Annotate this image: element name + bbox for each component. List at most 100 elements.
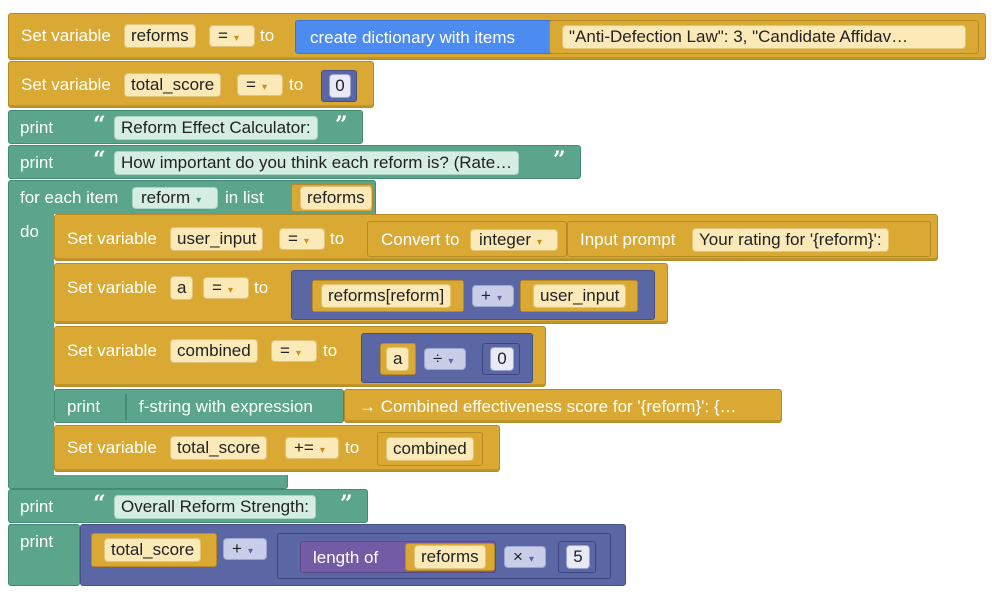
loop-list-field[interactable]: reforms [300,186,372,210]
left-operand-field[interactable]: reforms[reform] [321,284,452,308]
to-label: to [289,75,304,94]
variable-name-field[interactable]: combined [170,339,258,363]
set-combined-block[interactable]: Set variable combined =▾ to a ÷▾ 0 [54,326,546,387]
chevron-down-icon: ▾ [227,285,233,296]
fstring-separator [125,394,127,420]
value-block[interactable]: combined [377,432,483,466]
print-label: print [20,153,54,172]
length-of-block[interactable]: length of reforms [300,541,496,573]
variable-name-field[interactable]: total_score [124,73,222,97]
chevron-down-icon: ▾ [233,33,239,44]
to-label: to [260,26,275,45]
set-variable-label: Set variable [67,438,157,457]
set-reforms-block[interactable]: Set variable reforms =▾ to create dictio… [8,13,986,60]
create-dictionary-block[interactable]: create dictionary with items [295,20,560,54]
print-label: print [20,497,54,516]
set-a-block[interactable]: Set variable a =▾ to reforms[reform] +▾ … [54,263,668,324]
variable-name-field[interactable]: user_input [170,227,264,251]
multiply-operator-dropdown[interactable]: ×▾ [504,546,546,568]
operator-text: × [513,547,523,566]
right-operand-number[interactable]: 0 [490,347,514,371]
assign-operator-dropdown[interactable]: =▾ [271,340,317,362]
final-addition-block[interactable]: total_score +▾ length of reforms ×▾ 5 [80,524,626,586]
chevron-down-icon: ▾ [319,445,325,456]
total-score-field[interactable]: total_score [104,538,202,562]
operator-text: ÷ [433,349,443,368]
loop-list-block[interactable]: reforms [291,184,373,212]
dictionary-items-block[interactable]: "Anti-Defection Law": 3, "Candidate Affi… [549,20,979,54]
assign-operator-dropdown[interactable]: =▾ [279,228,325,250]
assign-operator-dropdown[interactable]: +=▾ [285,437,339,459]
dictionary-items-field[interactable]: "Anti-Defection Law": 3, "Candidate Affi… [562,25,966,49]
division-block[interactable]: a ÷▾ 0 [361,333,533,383]
right-operand-block[interactable]: user_input [520,280,638,312]
for-each-loop-block[interactable]: for each item reform▾ in list reforms [8,180,376,214]
print-text-field[interactable]: How important do you think each reform i… [114,151,520,175]
convert-block[interactable]: Convert to integer▾ [367,221,567,257]
variable-name-field[interactable]: total_score [170,436,268,460]
left-operand-block[interactable]: reforms[reform] [312,280,464,312]
total-score-block[interactable]: total_score [91,533,217,567]
print-fstring-block[interactable]: print f-string with expression [54,389,344,423]
number-block[interactable]: 0 [321,70,357,102]
in-list-label: in list [225,188,264,207]
input-prompt-block[interactable]: Input prompt Your rating for '{reform}': [567,221,931,257]
set-total-score-block[interactable]: Set variable total_score =▾ to 0 [8,61,374,108]
loop-body-spine [8,213,54,487]
open-quote-icon: “ [93,147,106,173]
print-label: print [20,532,54,551]
multiplication-block[interactable]: length of reforms ×▾ 5 [277,533,611,579]
print-block-title[interactable]: print “ Reform Effect Calculator: ” [8,110,363,144]
math-operator-dropdown[interactable]: +▾ [472,285,514,307]
close-quote-icon: ” [553,147,566,173]
math-operator-dropdown[interactable]: ÷▾ [424,348,466,370]
chevron-down-icon: ▾ [536,237,543,248]
operator-text: + [481,286,491,305]
convert-type-dropdown[interactable]: integer▾ [470,229,558,251]
right-number-block[interactable]: 0 [482,343,520,375]
variable-name-field[interactable]: reforms [124,24,196,48]
to-label: to [330,229,345,248]
to-label: to [323,341,338,360]
left-operand-field[interactable]: a [386,347,410,371]
chevron-down-icon: ▾ [448,356,454,367]
chevron-down-icon: ▾ [303,236,309,247]
value-field[interactable]: combined [386,437,474,461]
chevron-down-icon: ▾ [247,546,253,557]
math-operator-dropdown[interactable]: +▾ [223,538,267,560]
set-variable-label: Set variable [67,278,157,297]
operator-text: = [288,229,298,248]
length-list-field[interactable]: reforms [414,545,486,569]
chevron-down-icon: ▾ [295,348,301,359]
print-block-final[interactable]: print [8,524,80,586]
set-user-input-block[interactable]: Set variable user_input =▾ to Convert to… [54,214,938,261]
number-field[interactable]: 0 [329,74,351,98]
operator-text: = [212,278,222,297]
right-operand-field[interactable]: user_input [533,284,627,308]
set-variable-label: Set variable [67,229,157,248]
print-label: print [20,118,54,137]
fstring-label: f-string with expression [139,397,313,416]
addition-block[interactable]: reforms[reform] +▾ user_input [291,270,655,320]
loop-item-dropdown[interactable]: reform▾ [132,187,218,209]
assign-operator-dropdown[interactable]: =▾ [237,74,283,96]
length-list-block[interactable]: reforms [405,543,495,571]
print-text-field[interactable]: Reform Effect Calculator: [114,116,318,140]
fstring-text-block[interactable]: → Combined effectiveness score for '{ref… [344,389,782,423]
assign-operator-dropdown[interactable]: =▾ [203,277,249,299]
close-quote-icon: ” [335,112,348,138]
assign-operator-dropdown[interactable]: =▾ [209,25,255,47]
variable-name-field[interactable]: a [170,276,194,300]
set-variable-label: Set variable [21,75,111,94]
print-text-field[interactable]: Overall Reform Strength: [114,495,317,519]
operator-text: = [280,341,290,360]
print-block-question[interactable]: print “ How important do you think each … [8,145,581,179]
print-block-overall[interactable]: print “ Overall Reform Strength: ” [8,489,368,523]
chevron-down-icon: ▾ [528,554,534,565]
set-total-score-increment-block[interactable]: Set variable total_score +=▾ to combined [54,425,500,472]
left-operand-block[interactable]: a [380,343,416,375]
multiplier-number-block[interactable]: 5 [558,541,596,573]
input-prompt-text-field[interactable]: Your rating for '{reform}': [692,228,889,252]
multiplier-number[interactable]: 5 [566,545,590,569]
fstring-text[interactable]: → Combined effectiveness score for '{ref… [359,397,737,416]
